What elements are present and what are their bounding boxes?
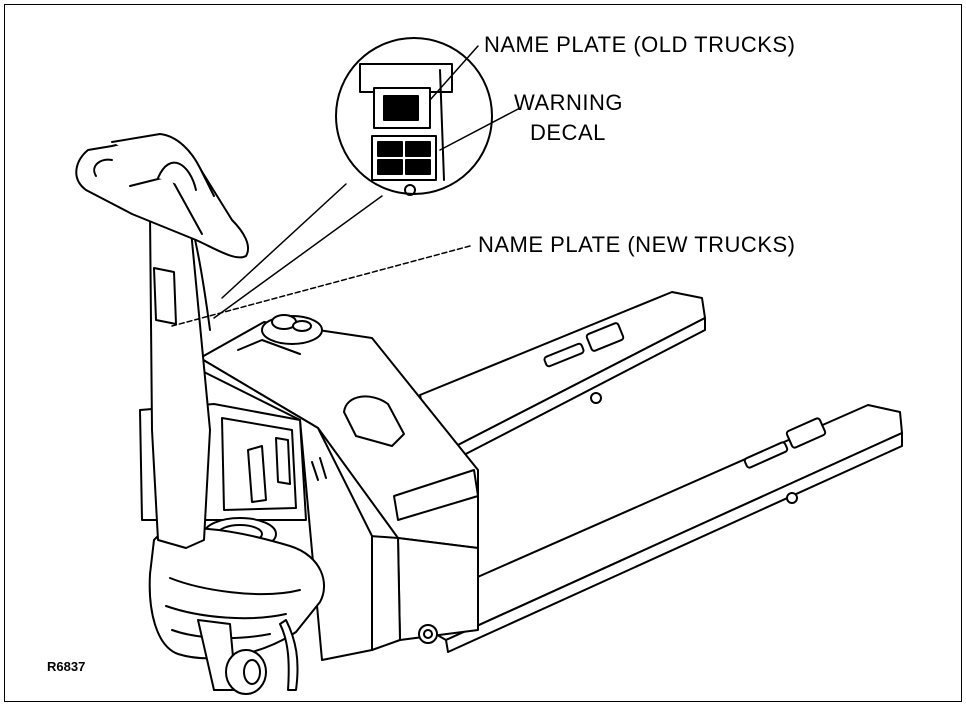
label-name-plate-new-trucks: NAME PLATE (NEW TRUCKS)	[478, 232, 796, 257]
figure-code: R6837	[47, 659, 86, 674]
detail-inset	[335, 37, 493, 196]
truck-body	[199, 321, 479, 661]
label-name-plate-old-trucks: NAME PLATE (OLD TRUCKS)	[484, 32, 796, 57]
tiller-handle	[75, 133, 250, 549]
label-warning: WARNING	[514, 90, 624, 115]
lower-fork	[429, 404, 903, 653]
label-decal: DECAL	[530, 120, 606, 145]
top-controls	[237, 314, 323, 355]
upper-fork	[419, 291, 706, 459]
wheel-housing	[148, 527, 325, 695]
leader-lines	[171, 45, 521, 327]
